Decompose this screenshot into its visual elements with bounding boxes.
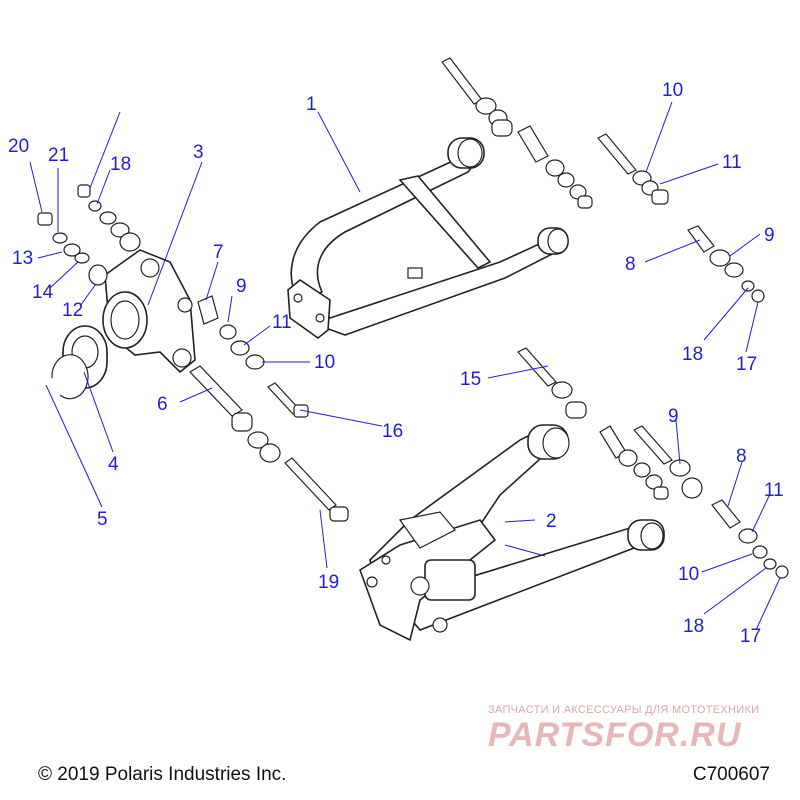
callout-21: 21 [48, 145, 69, 166]
callout-5: 5 [97, 509, 108, 530]
upper-control-arm [287, 137, 569, 340]
middle-hardware [189, 295, 349, 522]
upper-arm-hardware [441, 57, 765, 303]
callout-7: 7 [213, 242, 224, 263]
callout-9-middle: 9 [236, 276, 247, 297]
callout-14: 14 [32, 282, 54, 303]
drawing-code: C700607 [692, 764, 770, 785]
callout-11-upper: 11 [722, 152, 742, 173]
callout-18-lower: 18 [683, 616, 704, 637]
snap-ring [51, 354, 89, 400]
knuckle [102, 249, 196, 374]
callout-16: 16 [382, 421, 403, 442]
callout-19: 19 [318, 572, 339, 593]
callout-10-middle: 10 [314, 352, 335, 373]
callout-15: 15 [460, 369, 481, 390]
callout-1: 1 [306, 94, 317, 115]
callout-labels: 1 2 3 4 5 6 7 8 8 8 9 9 9 10 10 10 10 11… [8, 80, 784, 647]
copyright-text: © 2019 Polaris Industries Inc. [38, 764, 287, 785]
callout-20: 20 [8, 136, 29, 157]
lower-arm-hardware [517, 347, 789, 579]
callout-10-upper: 10 [662, 80, 683, 101]
callout-17-lower: 17 [740, 626, 761, 647]
knuckle-hardware [37, 184, 141, 286]
callout-8-upper: 8 [625, 254, 636, 275]
callout-6: 6 [157, 394, 168, 415]
watermark-tagline: ЗАПЧАСТИ И АКСЕССУАРЫ ДЛЯ МОТОТЕХНИКИ [488, 704, 760, 716]
callout-12: 12 [62, 300, 83, 321]
callout-17-upper: 17 [736, 354, 757, 375]
watermark-logo: PARTSFOR.RU [488, 716, 742, 754]
callout-9-lower: 9 [668, 406, 679, 427]
callout-2: 2 [546, 511, 557, 532]
callout-11-lower: 11 [764, 480, 784, 501]
lower-control-arm [359, 424, 665, 642]
leader-lines [29, 101, 781, 631]
callout-18-upper: 18 [682, 344, 703, 365]
callout-4: 4 [108, 454, 119, 475]
callout-11-middle: 11 [272, 312, 292, 333]
callout-9-upper: 9 [764, 225, 775, 246]
callout-8-lower: 8 [736, 446, 747, 467]
callout-13: 13 [12, 248, 33, 269]
callout-18-knuckle: 18 [110, 154, 131, 175]
callout-3: 3 [193, 142, 204, 163]
callout-10-lower: 10 [678, 564, 699, 585]
